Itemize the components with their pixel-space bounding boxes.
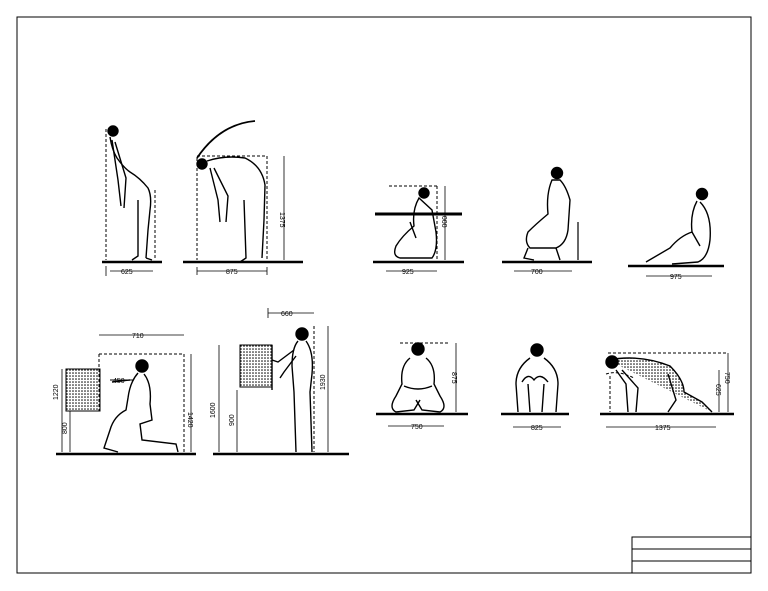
label-1600: 1600 [210,402,217,418]
label-750-a: 750 [411,424,423,431]
label-625-b: 625 [714,384,721,396]
sheet-border [16,16,752,574]
label-625: 625 [121,269,133,276]
figure-sitting-floor [628,187,724,277]
label-825: 825 [531,425,543,432]
figure-kneeling-sit [373,185,464,272]
label-450: 450 [113,378,125,385]
figure-standing-wall [213,308,349,456]
label-1930: 1930 [320,374,327,390]
label-1000: 1000 [440,212,447,228]
title-block [631,536,752,574]
label-710: 710 [132,333,144,340]
label-750-b: 750 [723,372,730,384]
label-975: 975 [670,274,682,281]
label-1220: 1220 [53,384,60,400]
figure-crouching [502,166,592,272]
figure-standing-lean [102,125,162,276]
figure-crawling [600,352,734,428]
label-900: 900 [229,414,236,426]
label-660: 660 [281,311,293,318]
label-700: 700 [531,269,543,276]
label-1375-b: 1375 [655,425,671,432]
label-1420: 1420 [186,412,193,428]
label-1375-a: 1375 [278,212,285,228]
label-800: 800 [62,422,69,434]
label-875-a: 875 [226,269,238,276]
figure-kneeling-wall [56,334,196,456]
label-875-b: 875 [450,372,457,384]
label-925: 925 [402,269,414,276]
figure-cross-legged [376,342,468,427]
figure-standing-bend [183,120,303,275]
figure-squatting [501,343,569,428]
